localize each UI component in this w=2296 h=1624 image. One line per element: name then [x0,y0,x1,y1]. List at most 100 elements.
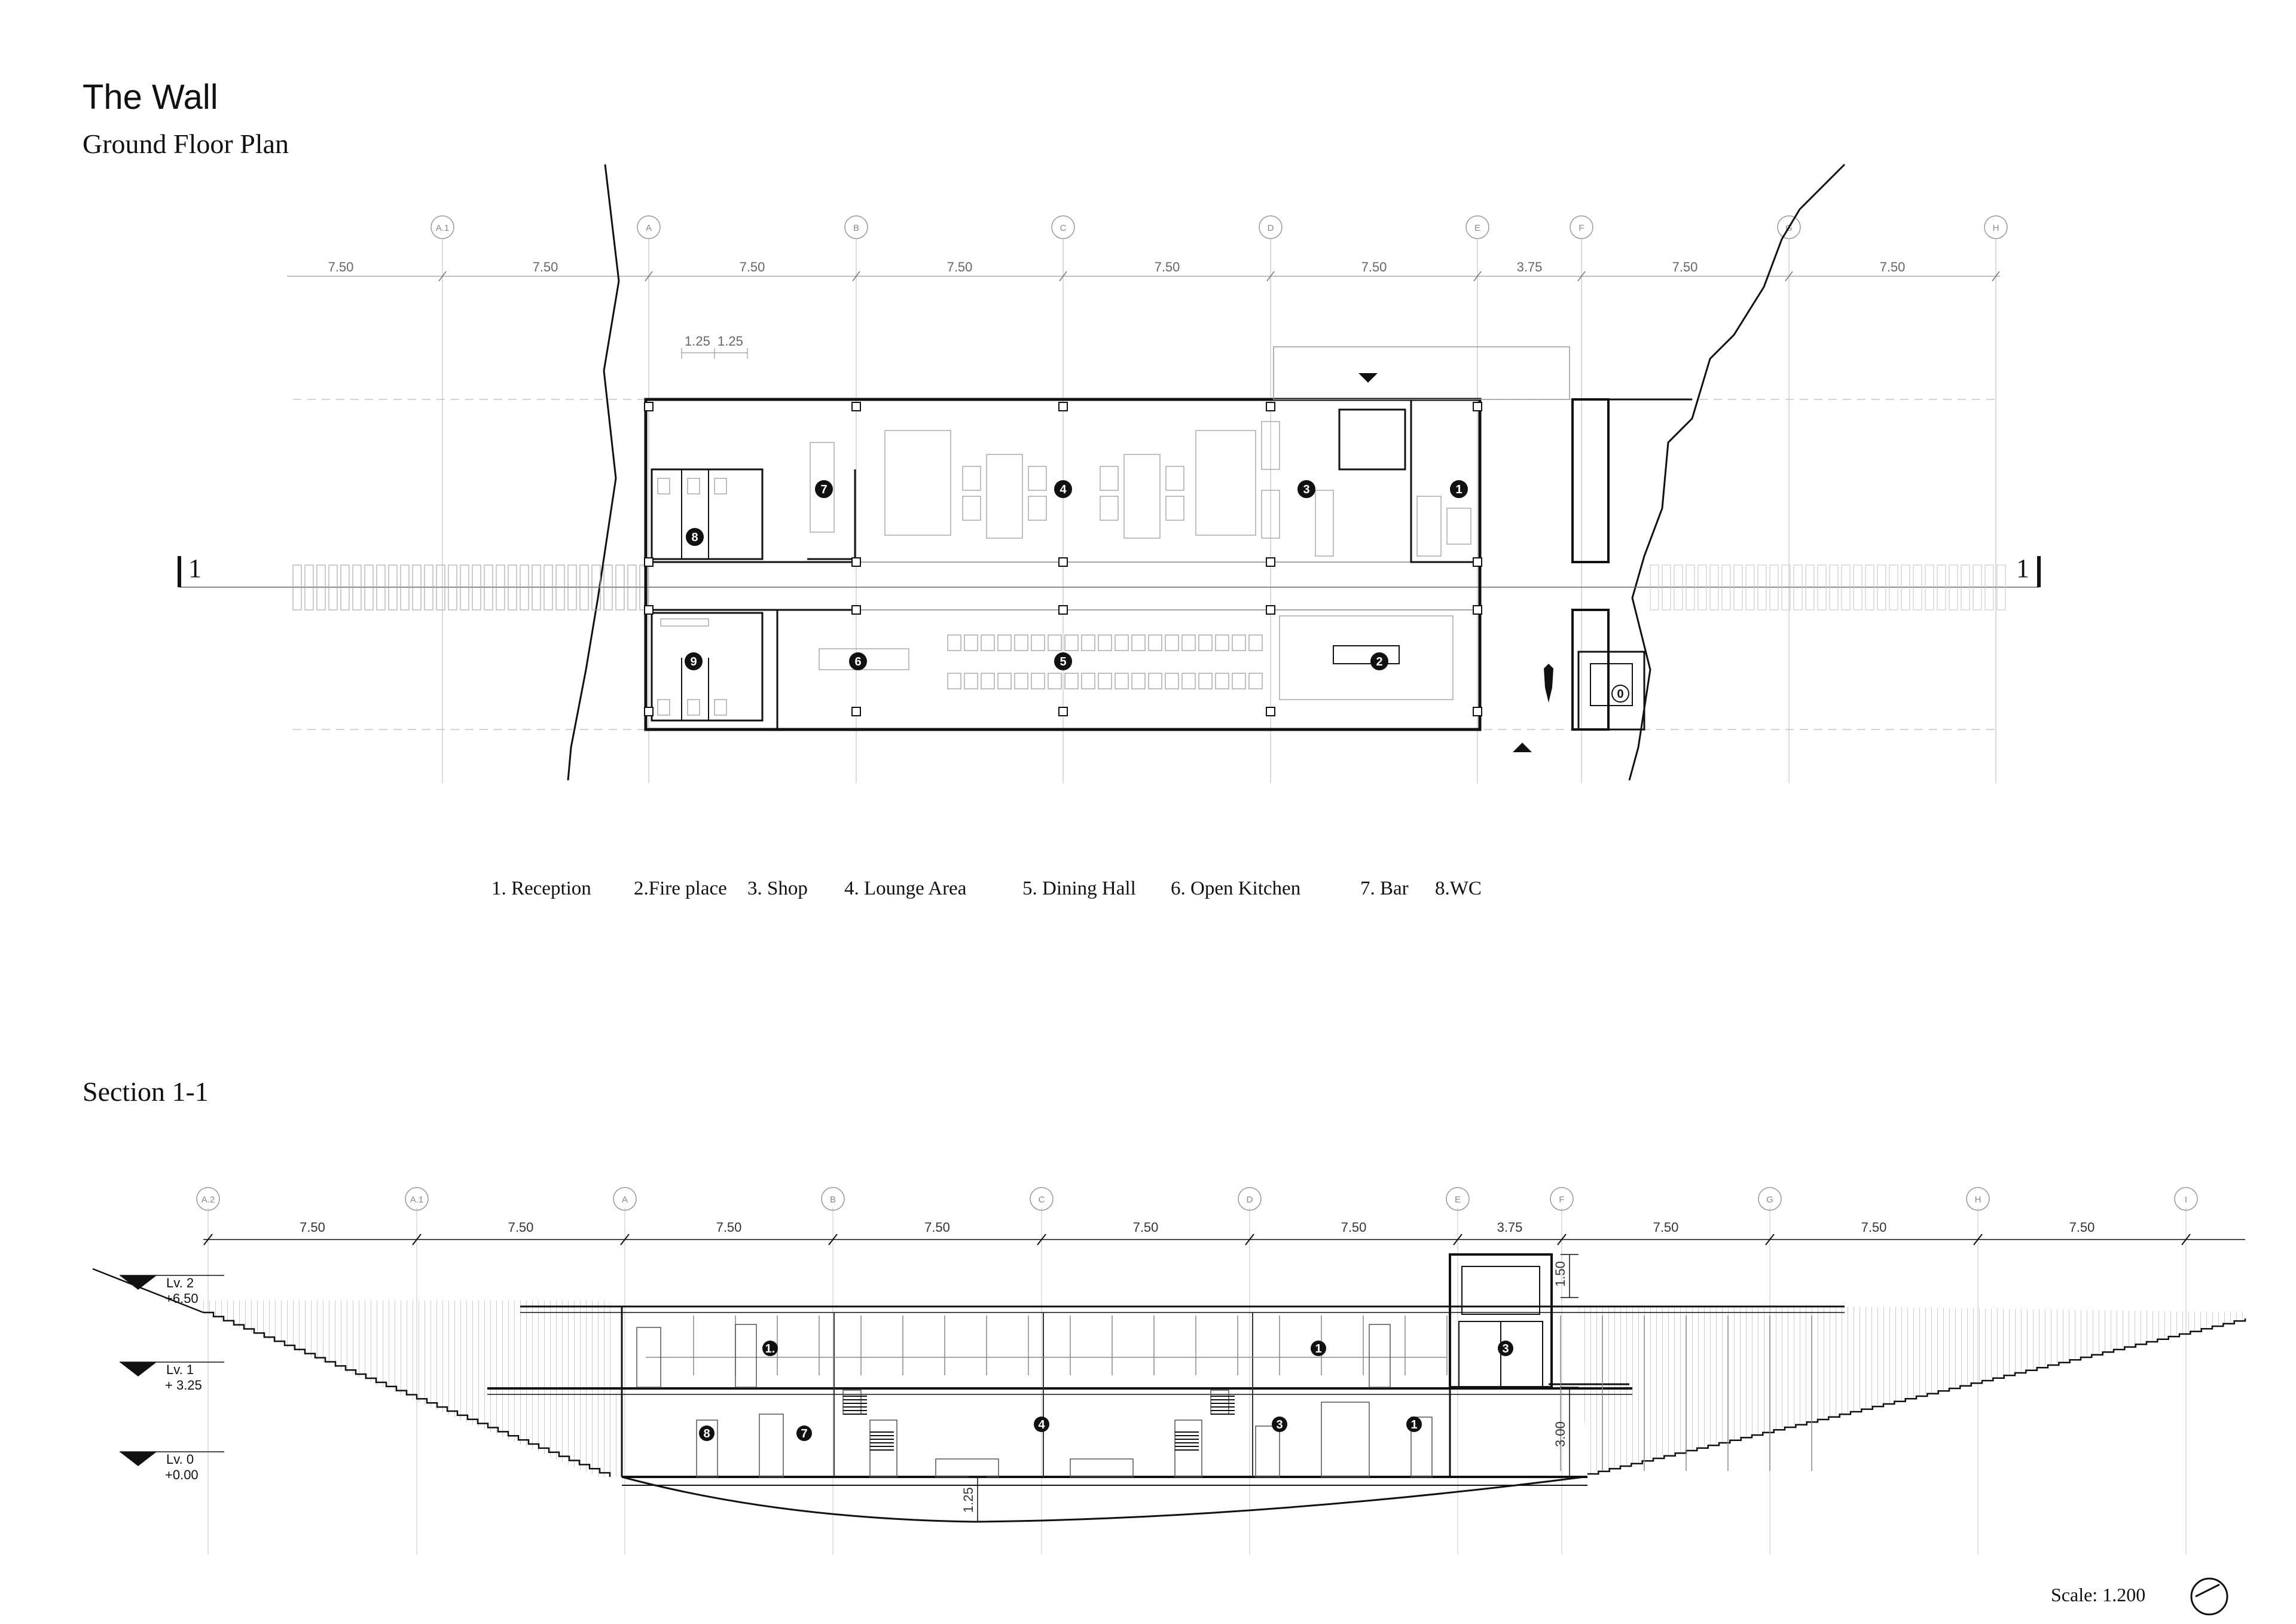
vdim-3-00: 3.00 [1553,1421,1568,1447]
grid-label: C [1039,1195,1045,1205]
room-marker: 8 [686,528,704,546]
room-marker: 1. [762,1341,778,1356]
section-mark-right: 1 [2016,554,2029,583]
room-marker: 4 [1054,480,1072,498]
plan-dimension: 7.50 [1155,260,1180,274]
earth-hatch-left [203,1301,622,1477]
room-marker: 3 [1498,1341,1513,1356]
room-marker: 3 [1272,1417,1287,1432]
room-number: 7 [820,483,827,496]
grid-label: A.1 [436,223,450,233]
plan-dimension: 7.50 [533,260,558,274]
room-number: 8 [691,531,698,544]
section-title: Section 1-1 [83,1076,209,1107]
vertical-dimensions [969,1254,1578,1522]
room-marker: 0 [1611,685,1629,703]
grid-bubble: A.2 [196,1187,220,1211]
room-number: 8 [703,1427,710,1440]
foundation-curve [621,1476,1585,1523]
level-marker: Lv. 2+6.50 [120,1275,224,1306]
plan-grid-lines [442,239,1996,783]
room-number: 5 [1060,655,1066,668]
room-marker: 1 [1406,1417,1422,1432]
room-number: 3 [1303,483,1309,496]
grid-bubble: H [1966,1187,1990,1211]
grid-bubble: F [1570,215,1593,239]
furniture [657,346,1570,716]
legend-item: 7. Bar [1360,878,1409,899]
grid-bubble: C [1051,215,1075,239]
grid-bubble: A.1 [405,1187,429,1211]
grid-label: F [1578,223,1584,233]
grid-label: B [830,1195,836,1205]
scale-label: Scale: 1.200 [2051,1584,2145,1605]
module-dim-2: 1.25 [718,334,743,349]
room-number: 2 [1376,655,1382,668]
grid-label: H [1993,223,1999,233]
room-marker: 4 [1034,1417,1049,1432]
level-name: Lv. 0 [166,1452,194,1467]
vdim-1-25: 1.25 [961,1487,976,1513]
module-dim-1: 1.25 [685,334,710,349]
level-value: + 3.25 [165,1378,202,1393]
legend-item: 4. Lounge Area [844,878,967,899]
section-dimension: 7.50 [1653,1220,1679,1235]
drawing-title: The Wall [83,78,218,117]
room-number: 7 [801,1427,807,1440]
room-number: 3 [1276,1418,1283,1431]
grid-label: I [2185,1195,2187,1205]
legend-item: 5. Dining Hall [1022,878,1136,899]
corridor-railing [292,564,2006,610]
grid-bubble: I [2174,1187,2198,1211]
room-number: 4 [1060,483,1067,496]
room-number: 0 [1617,688,1623,701]
room-number: 1. [765,1342,775,1356]
plan-dimension: 7.50 [1672,260,1698,274]
grid-bubble: B [821,1187,845,1211]
grid-bubble: A [613,1187,637,1211]
plan-dimension: 7.50 [740,260,765,274]
room-marker: 9 [685,652,703,670]
level-value: +6.50 [165,1291,199,1306]
grid-bubble: D [1259,215,1283,239]
grid-bubble: A [637,215,661,239]
human-figure [1544,664,1553,703]
room-number: 1 [1410,1418,1417,1431]
grid-label: D [1247,1195,1253,1205]
plan-dimension: 3.75 [1517,260,1543,274]
section-dimension: 7.50 [1341,1220,1367,1235]
grid-bubble: A.1 [430,215,454,239]
level-value: +0.00 [165,1467,199,1482]
plan-dimension: 7.50 [1361,260,1387,274]
vdim-1-50: 1.50 [1553,1261,1568,1287]
section-dimension: 7.50 [300,1220,325,1235]
legend-item: 2.Fire place [634,878,727,899]
legend-item: 1. Reception [491,878,591,899]
module-dimension: 1.25 1.25 [681,334,748,359]
plan-dimension: 7.50 [947,260,973,274]
grid-bubble: G [1758,1187,1782,1211]
section-mark-left: 1 [188,554,201,583]
grid-label: H [1975,1195,1981,1205]
grid-bubble: D [1238,1187,1262,1211]
level-marker: Lv. 0+0.00 [120,1451,224,1482]
level-name: Lv. 1 [166,1362,194,1377]
terrain-steps-right [1587,1318,2246,1475]
room-number: 4 [1038,1418,1045,1431]
level-marker: Lv. 1+ 3.25 [120,1362,224,1393]
legend-item: 8.WC [1435,878,1482,899]
section-dimension: 7.50 [1861,1220,1887,1235]
section-stairs [843,1396,1235,1451]
grid-label: F [1559,1195,1564,1205]
north-arrow-icon [2190,1577,2228,1616]
room-marker: 3 [1297,480,1315,498]
room-marker: 8 [699,1425,715,1441]
